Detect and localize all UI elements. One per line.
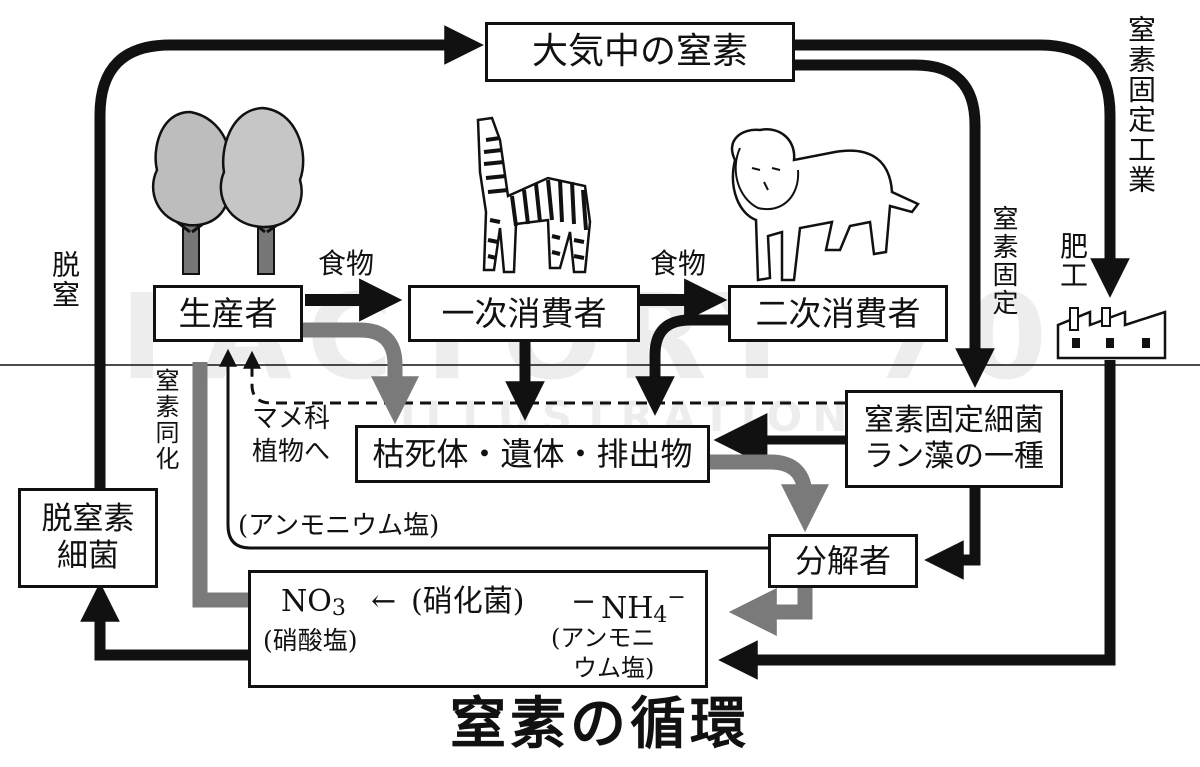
decomposer-box: 分解者 bbox=[768, 534, 918, 588]
diagram-title: 窒素の循環 bbox=[450, 691, 750, 757]
fixers-line-1: 窒素固定細菌 bbox=[864, 403, 1044, 438]
legume-label-2: 植物へ bbox=[252, 437, 331, 467]
arrow-fertilizer-to-soil bbox=[718, 360, 1116, 680]
detritus-box: 枯死体・遺体・排出物 bbox=[355, 425, 710, 483]
primary-consumer-box: 一次消費者 bbox=[408, 285, 640, 342]
legume-label-1: マメ科 bbox=[252, 404, 331, 434]
nh4-name-line-1: (アンモニ bbox=[551, 624, 656, 652]
no3-text: NO bbox=[281, 584, 332, 619]
arrow-denitrification bbox=[94, 25, 484, 488]
nitrifier-label: (硝化菌) bbox=[411, 584, 525, 619]
nitrogen-fixing-bacteria-box: 窒素固定細菌 ラン藻の一種 bbox=[845, 390, 1063, 488]
arrow-legume-dashed bbox=[243, 350, 845, 405]
industrial-fixation-label: 窒素固定工業 bbox=[1124, 15, 1157, 195]
arrow-gray-producer-to-detritus bbox=[303, 322, 420, 425]
nh4-text: NH bbox=[601, 591, 654, 626]
denitrification-label: 脱窒 bbox=[48, 250, 81, 310]
nitrogen-fixation-label: 窒素固定 bbox=[988, 205, 1018, 317]
secondary-consumer-box: 二次消費者 bbox=[728, 285, 948, 342]
arrow-soil-to-denitrifier bbox=[80, 582, 248, 661]
fixers-line-2: ラン藻の一種 bbox=[864, 439, 1044, 474]
lion-icon bbox=[730, 128, 920, 282]
no3-name: (硝酸塩) bbox=[263, 626, 358, 655]
denitrifier-line-2: 細菌 bbox=[57, 538, 119, 574]
arrow-gray-decomposer-to-soil bbox=[728, 587, 813, 637]
nh4-subscript: 4 bbox=[653, 603, 668, 628]
nh4-formula: NH4− bbox=[601, 585, 686, 628]
nh4-name-line-2: ウム塩) bbox=[573, 654, 655, 682]
assimilation-label: 窒素同化 bbox=[151, 368, 179, 472]
no3-subscript: 3 bbox=[331, 596, 346, 621]
producer-box: 生産者 bbox=[153, 285, 303, 342]
zebra-icon bbox=[476, 116, 592, 274]
food-label-1: 食物 bbox=[318, 247, 375, 280]
denitrifier-line-1: 脱窒素 bbox=[41, 500, 135, 537]
arrow-ammonium-to-producer bbox=[219, 348, 770, 550]
factory-icon bbox=[1056, 307, 1167, 360]
arrow-secondary-to-detritus bbox=[635, 314, 735, 416]
fertilizer-factory-label: 肥工 bbox=[1060, 230, 1089, 293]
atmosphere-box: 大気中の窒素 bbox=[485, 22, 795, 82]
soil-box: NO3 (硝酸塩) ← (硝化菌) − NH4− (アンモニ ウム塩) bbox=[248, 570, 708, 688]
tree-icon bbox=[151, 106, 305, 275]
nitrification-arrow: ← bbox=[371, 584, 397, 619]
nh4-superscript: − bbox=[667, 585, 686, 610]
arrow-industrial-fixation bbox=[795, 39, 1130, 298]
arrow-gray-detritus-to-decomposer bbox=[710, 454, 830, 533]
ammonium-label: (アンモニウム塩) bbox=[238, 511, 440, 541]
arrow-nitrogen-fixation bbox=[795, 59, 995, 388]
no3-formula: NO3 bbox=[281, 584, 346, 621]
denitrifying-bacteria-box: 脱窒素 細菌 bbox=[18, 488, 158, 588]
arrow-gray-assimilation bbox=[192, 362, 248, 608]
arrow-fixers-to-decomposer bbox=[924, 488, 981, 580]
food-label-2: 食物 bbox=[650, 247, 707, 280]
soil-dash: − bbox=[571, 584, 597, 619]
